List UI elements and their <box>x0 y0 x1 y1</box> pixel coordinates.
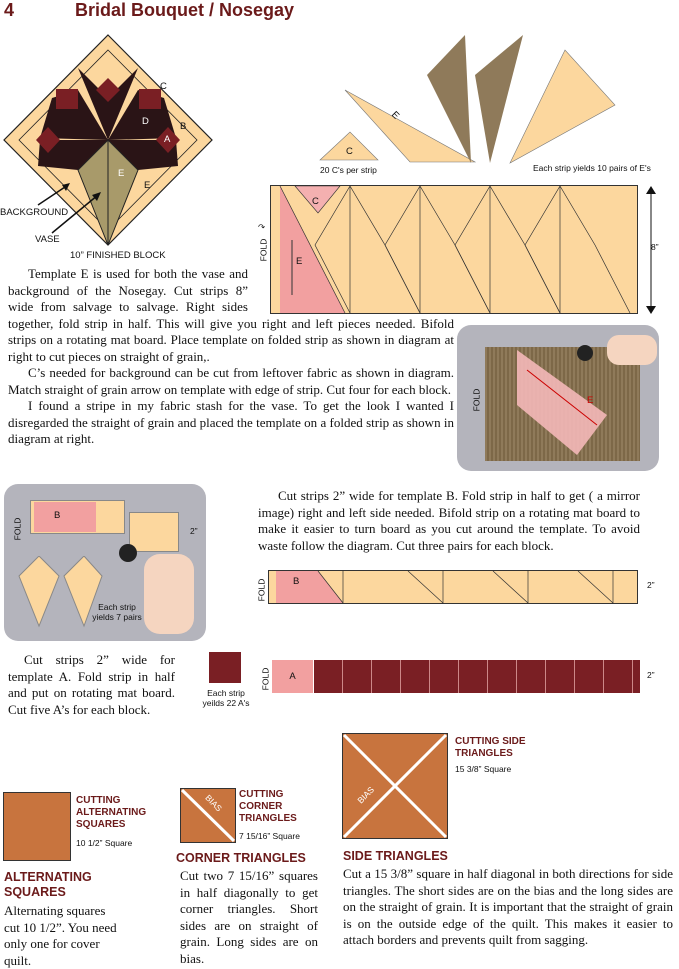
block-label-c: C <box>160 81 167 92</box>
block-caption: 10” FINISHED BLOCK <box>70 250 166 261</box>
side-text: Cut a 15 3/8” square in half diagonal in… <box>343 866 673 947</box>
strip-e-height: 8” <box>651 242 659 252</box>
block-label-e-vase: E <box>118 168 125 179</box>
paragraph-vase: I found a stripe in my fabric stash for … <box>8 398 454 446</box>
corner-heading: CUTTING CORNER TRIANGLES <box>239 789 297 824</box>
strip-wrap-spacer <box>248 266 454 315</box>
rotary-cutter-icon <box>119 544 137 562</box>
paragraph-template-b: Cut strips 2” wide for template B. Fold … <box>258 488 640 553</box>
corner-text: Cut two 7 15/16” squares in half diagona… <box>180 868 318 966</box>
cut-pieces-diagram <box>319 35 616 164</box>
background-label: BACKGROUND <box>0 207 69 218</box>
alternating-size: 10 1/2” Square <box>76 838 133 848</box>
paragraph-template-e-cont: fold strip in half. This will give you r… <box>8 315 454 364</box>
piece-c-label: C <box>346 146 353 157</box>
e-caption: Each strip yields 10 pairs of E's <box>533 163 651 173</box>
page-title: Bridal Bouquet / Nosegay <box>75 0 295 20</box>
strip-b-label: B <box>293 576 300 587</box>
strip-a-height: 2” <box>647 670 655 680</box>
strip-a-fold: FOLD <box>260 667 271 691</box>
block-label-e-bg: E <box>144 180 151 191</box>
corner-title: CORNER TRIANGLES <box>176 851 306 865</box>
alternating-heading: CUTTING ALTERNATING SQUARES <box>76 795 147 830</box>
strip-e-e-label: E <box>296 256 303 267</box>
strip-a-diagram: A <box>272 660 640 693</box>
block-label-b: B <box>180 121 187 132</box>
side-title: SIDE TRIANGLES <box>343 849 448 863</box>
rotary-cutter-icon <box>577 345 593 361</box>
strip-e-diagram <box>270 185 638 314</box>
strip-b-height: 2” <box>647 580 655 590</box>
strip-a-caption: Each strip yeilds 22 A's <box>202 688 250 708</box>
alternating-square-swatch <box>3 792 71 861</box>
cutting-photo-b: B FOLD 2” Each strip yields 7 pairs <box>4 484 206 641</box>
pointer-arrows <box>37 183 101 234</box>
side-triangle-swatch <box>342 733 448 839</box>
block-label-d: D <box>142 116 149 127</box>
alternating-title: ALTERNATING SQUARES <box>4 870 92 899</box>
height-arrow-icon <box>646 186 656 314</box>
corner-triangle-swatch <box>180 788 236 843</box>
hand-icon <box>607 335 657 365</box>
side-size: 15 3/8” Square <box>455 764 512 774</box>
photo-b-height: 2” <box>190 526 198 536</box>
page-number: 4 <box>4 0 15 20</box>
strip-e-c-label: C <box>312 196 319 207</box>
photo-e-fold: FOLD <box>471 388 482 412</box>
block-label-a: A <box>164 134 171 145</box>
paragraph-template-a: Cut strips 2” wide for template A. Fold … <box>8 652 175 717</box>
strip-a-label: A <box>289 671 296 682</box>
strip-b-fold: FOLD <box>256 578 267 602</box>
side-heading: CUTTING SIDE TRIANGLES <box>455 736 526 759</box>
paragraph-template-e-start: Template E is used for both the vase and… <box>8 266 248 331</box>
fold-arrow-icon: ↷ <box>258 222 266 232</box>
piece-a-swatch <box>209 652 241 683</box>
c-caption: 20 C's per strip <box>320 165 377 175</box>
photo-b-caption: Each strip yields 7 pairs <box>92 602 142 622</box>
photo-b-fold: FOLD <box>12 517 23 541</box>
photo-e-label: E <box>587 395 594 406</box>
paragraph-c-pieces: C’s needed for background can be cut fro… <box>8 365 454 397</box>
vase-label: VASE <box>35 234 60 245</box>
paragraph-template-e: Template E is used for both the vase and… <box>8 266 454 365</box>
alternating-text: Alternating squares cut 10 1/2”. You nee… <box>4 903 117 968</box>
intro-text-column: Template E is used for both the vase and… <box>8 266 454 448</box>
photo-b-label: B <box>54 510 61 521</box>
strip-b-diagram <box>268 570 638 604</box>
hand-icon <box>144 554 194 634</box>
strip-e-fold: FOLD <box>258 238 269 262</box>
corner-size: 7 15/16” Square <box>239 831 300 841</box>
cutting-photo-e: FOLD E <box>457 325 659 471</box>
